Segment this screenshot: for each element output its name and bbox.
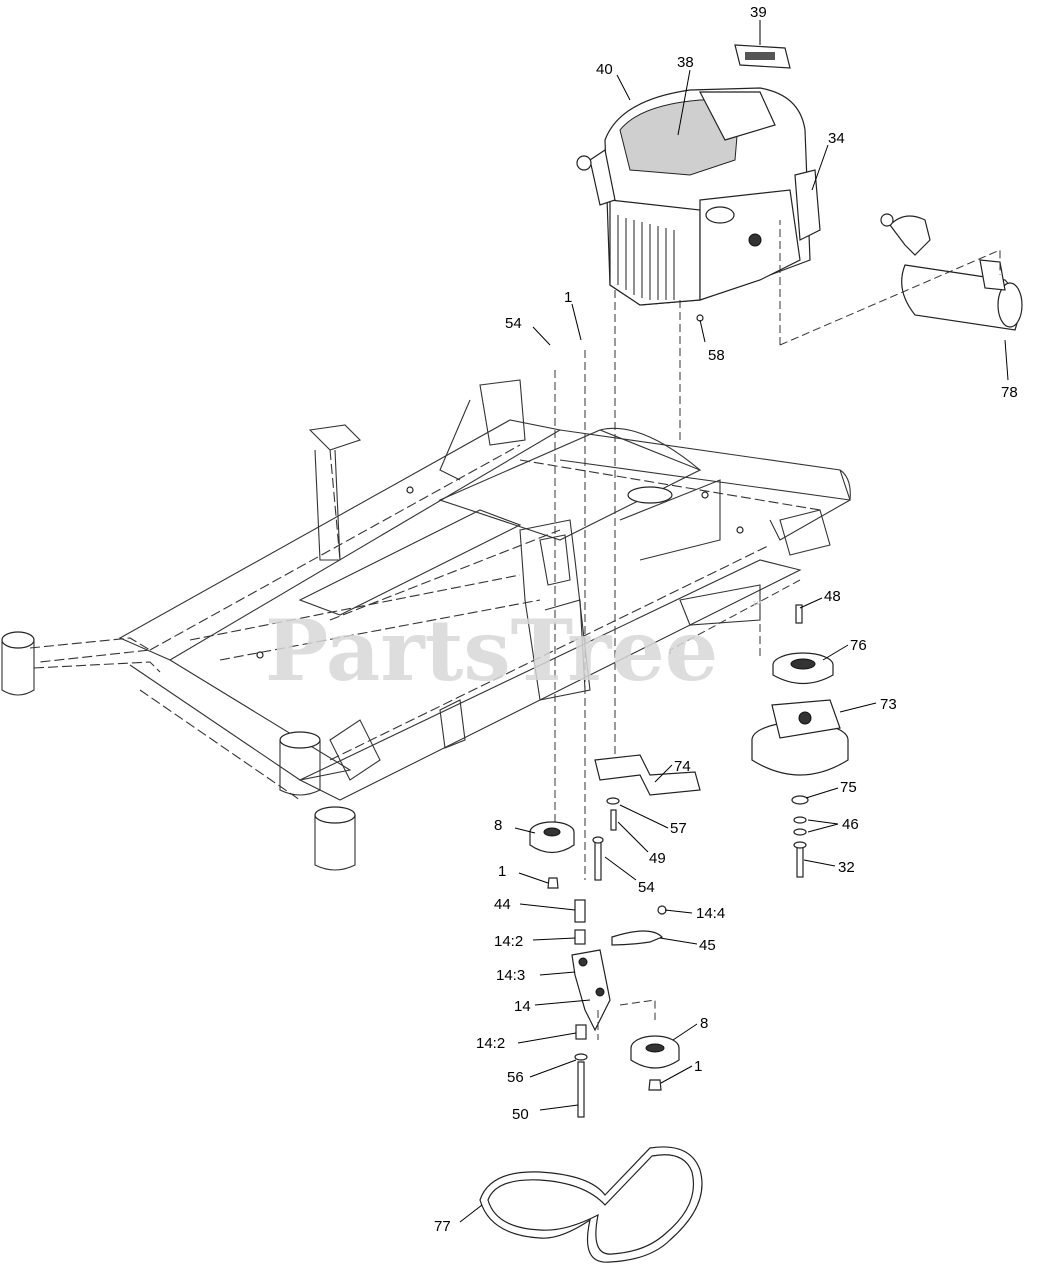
- callout-77: 77: [434, 1218, 451, 1235]
- callout-1-lower: 1: [694, 1058, 702, 1075]
- clutch-stack: [669, 579, 849, 878]
- callout-73: 73: [880, 696, 897, 713]
- callout-46: 46: [842, 816, 859, 833]
- callout-1-top: 1: [564, 289, 572, 306]
- callout-78: 78: [1001, 384, 1018, 401]
- callout-49: 49: [649, 850, 666, 867]
- callout-14-2-upper: 14:2: [494, 933, 523, 950]
- chassis-frame: [1, 379, 851, 871]
- idler-bracket: [592, 754, 701, 881]
- callout-45: 45: [699, 937, 716, 954]
- callout-38: 38: [677, 54, 694, 71]
- callout-14-2-lower: 14:2: [476, 1035, 505, 1052]
- watermark-trademark: ™: [752, 600, 762, 611]
- drive-belt: [479, 1146, 703, 1263]
- callout-1-middle: 1: [498, 863, 506, 880]
- muffler-part: [779, 213, 1023, 346]
- engine-assembly: [576, 87, 821, 322]
- callout-40: 40: [596, 61, 613, 78]
- callout-14-3: 14:3: [496, 967, 525, 984]
- idler-arm: [571, 899, 667, 1118]
- callout-8-upper: 8: [494, 817, 502, 834]
- callout-32: 32: [838, 859, 855, 876]
- callout-34: 34: [828, 130, 845, 147]
- callout-57: 57: [670, 820, 687, 837]
- callout-44: 44: [494, 896, 511, 913]
- callout-14-4: 14:4: [696, 905, 725, 922]
- leader-lines: [459, 20, 1009, 1223]
- callout-75: 75: [840, 779, 857, 796]
- callout-50: 50: [512, 1106, 529, 1123]
- callout-54-lower: 54: [638, 879, 655, 896]
- idler-pulley-lower: [619, 999, 680, 1091]
- callout-48: 48: [824, 588, 841, 605]
- callout-54-top: 54: [505, 315, 522, 332]
- idler-pulley-upper: [529, 821, 575, 889]
- callout-14: 14: [514, 998, 531, 1015]
- callout-58: 58: [708, 347, 725, 364]
- callout-76: 76: [850, 637, 867, 654]
- callout-39: 39: [750, 4, 767, 21]
- callout-8-lower: 8: [700, 1015, 708, 1032]
- watermark: PartsTree: [265, 601, 718, 700]
- callout-74: 74: [674, 758, 691, 775]
- decal-part: [734, 44, 791, 69]
- callouts: 1 54 38 39 40 34 58 78 48 76 73 74 75 46…: [434, 4, 1018, 1235]
- callout-56: 56: [507, 1069, 524, 1086]
